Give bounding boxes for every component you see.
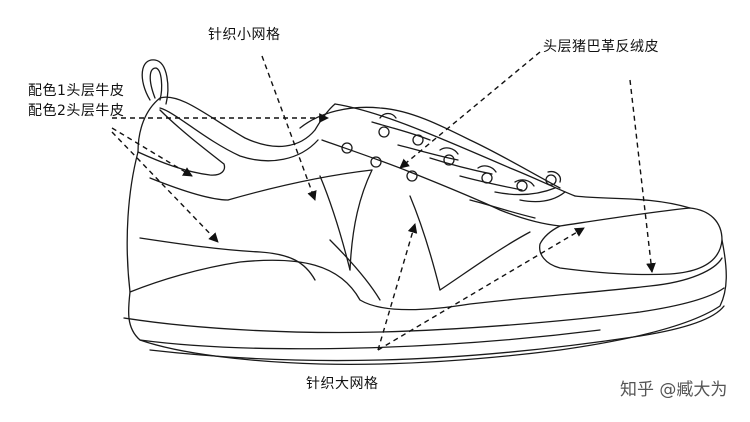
color1-label: 配色1头层牛皮 bbox=[28, 80, 124, 100]
eyelet bbox=[379, 127, 389, 137]
toe-cap bbox=[540, 208, 722, 275]
side-panel-line bbox=[228, 170, 372, 200]
small-mesh-arrow bbox=[262, 56, 315, 200]
midsole-top bbox=[130, 258, 722, 310]
midsole bbox=[124, 288, 724, 332]
color2-label: 配色2头层牛皮 bbox=[28, 100, 124, 120]
tongue bbox=[300, 107, 560, 188]
small-mesh-label: 针织小网格 bbox=[208, 24, 281, 44]
laces bbox=[372, 122, 565, 202]
suede-label: 头层猪巴革反绒皮 bbox=[543, 36, 659, 56]
shoe-outline bbox=[127, 152, 726, 364]
watermark: 知乎 @臧大为 bbox=[620, 375, 727, 400]
suede-arrow-2 bbox=[630, 80, 652, 272]
outsole bbox=[150, 306, 724, 361]
large-mesh-label: 针织大网格 bbox=[306, 373, 379, 393]
